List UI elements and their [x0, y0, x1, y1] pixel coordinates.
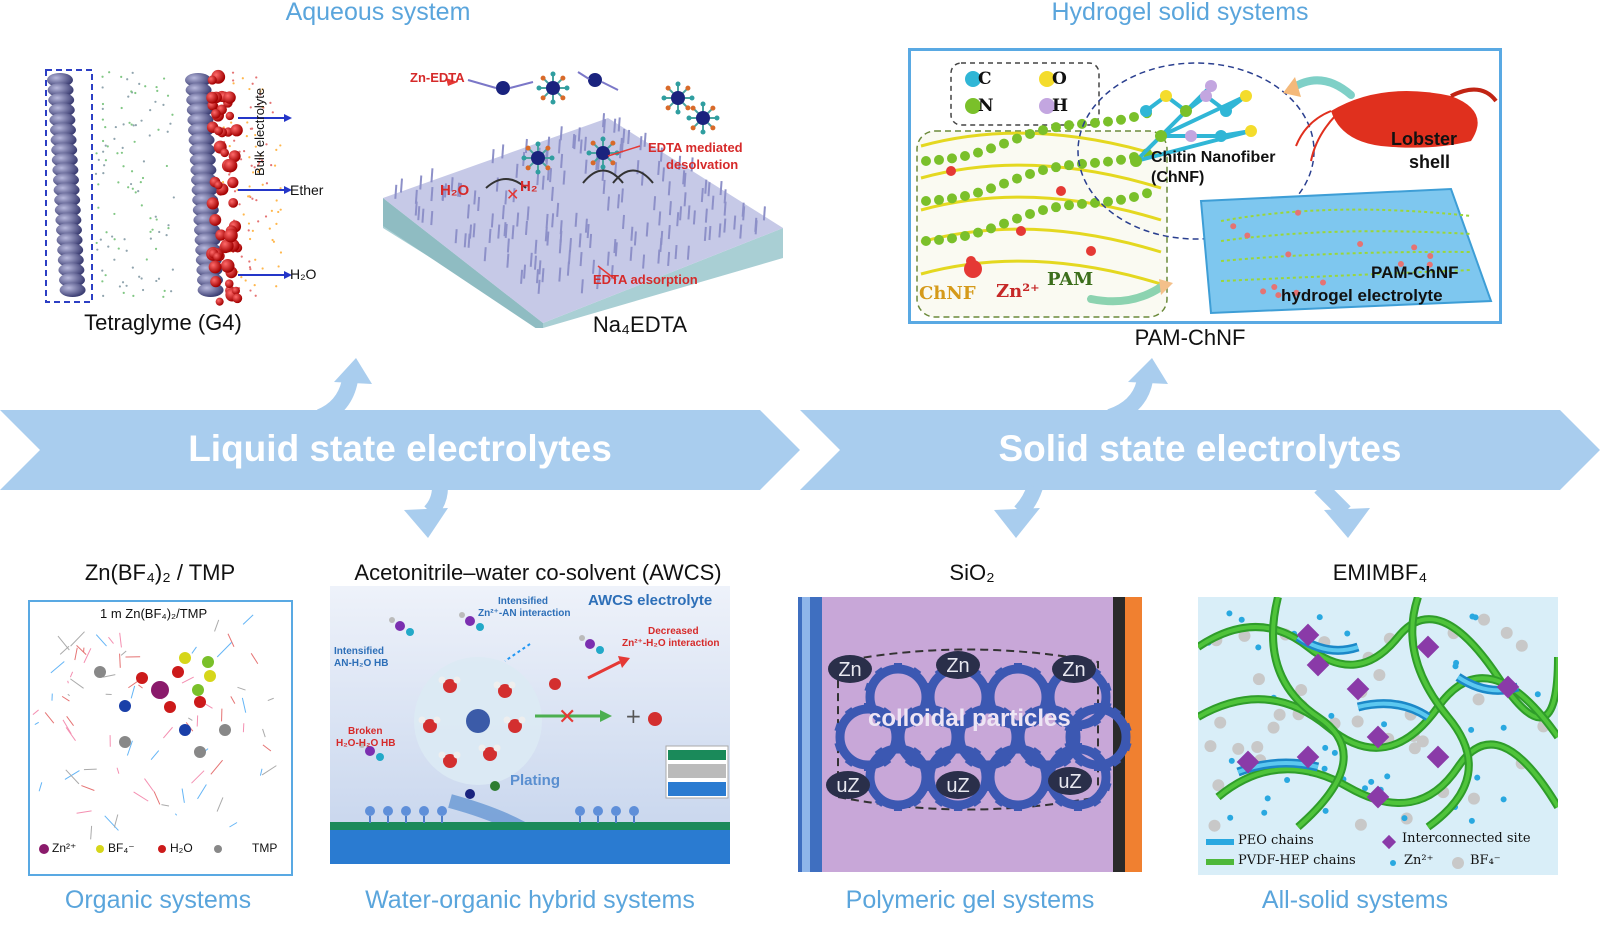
tmp-molecular-illustration — [32, 614, 277, 854]
panel-pam-chnf: C O N H Chitin Nanofiber (ChNF) Lobster … — [908, 48, 1502, 324]
band-liquid-label: Liquid state electrolytes — [188, 428, 612, 469]
label-desolvation: desolvation — [666, 157, 739, 172]
band-solid — [800, 410, 1600, 490]
label-edta-adsorption: EDTA adsorption — [593, 272, 698, 287]
legend-bf4: BF₄⁻ — [1470, 853, 1501, 868]
label-broken-2: H₂O-H₂O HB — [336, 738, 396, 749]
category-allsolid: All-solid systems — [1261, 886, 1449, 914]
legend-n: N — [978, 96, 994, 116]
label-broken: Broken — [348, 726, 383, 737]
legend-zn2: Zn²⁺ — [1404, 853, 1434, 868]
svg-text:+: + — [625, 704, 642, 728]
label-zn-ion: Zn²⁺ — [996, 281, 1040, 302]
label-edta-mediated: EDTA mediated — [648, 140, 743, 155]
band-solid-label: Solid state electrolytes — [998, 428, 1402, 469]
zn-pill-label: Zn — [838, 659, 861, 681]
legend-c: C — [978, 69, 992, 89]
label-edta-h2o: H₂O — [440, 182, 470, 199]
category-polymeric: Polymeric gel systems — [845, 886, 1095, 914]
arrow-up-liquid — [334, 358, 372, 384]
arrow-up-solid — [1128, 358, 1168, 384]
tetraglyme-illustration — [45, 69, 292, 306]
legend-h2o: H₂O — [170, 841, 193, 855]
label-decreased: Decreased — [648, 626, 699, 637]
label-intens-zn-2: Zn²⁺-AN interaction — [478, 608, 571, 619]
zn-pill-label: Zn — [1062, 659, 1085, 681]
caption-pam-chnf: PAM-ChNF — [1134, 325, 1246, 350]
svg-text:✕: ✕ — [506, 185, 519, 204]
zn-pill-label: Zn — [946, 655, 969, 677]
label-intens-an-2: AN-H₂O HB — [334, 658, 389, 669]
legend-o: O — [1052, 69, 1067, 89]
caption-awcs: Acetonitrile–water co-solvent (AWCS) — [354, 560, 722, 585]
panel-awcs: ✕ + AWCS electrolyte Intensified Zn²⁺-AN… — [330, 586, 730, 864]
caption-tetraglyme: Tetraglyme (G4) — [84, 310, 242, 335]
lobster-icon — [1295, 87, 1498, 162]
category-hybrid: Water-organic hybrid systems — [365, 886, 695, 914]
label-edta-h2: H₂ — [520, 178, 538, 195]
label-h2o: H₂O — [290, 266, 317, 282]
legend-peo: PEO chains — [1238, 833, 1314, 848]
arrow-down-gel — [994, 508, 1040, 538]
arrow-down-hybrid — [404, 508, 448, 538]
label-shell: shell — [1409, 152, 1451, 172]
emim-illustration — [1198, 597, 1558, 869]
caption-znbf4: Zn(BF₄)₂ / TMP — [84, 560, 236, 585]
label-bulk-electrolyte: Bulk electrolyte — [252, 87, 267, 176]
awcs-illustration: ✕ + — [330, 612, 730, 864]
zn-pill-label: uZ — [836, 775, 859, 797]
category-aqueous: Aqueous system — [285, 0, 471, 26]
zn-pill-label: uZ — [1058, 771, 1081, 793]
panel-edta: ✕ Zn-EDTA EDTA mediated desolvation H₂O … — [378, 58, 788, 328]
sio2-illustration: Zn Zn Zn uZ uZ uZ — [798, 597, 1142, 872]
caption-sio2: SiO₂ — [949, 560, 995, 585]
label-decreased-2: Zn²⁺-H₂O interaction — [622, 638, 720, 649]
zn-pill-label: uZ — [946, 775, 969, 797]
legend-tmp: TMP — [252, 841, 278, 855]
band-liquid — [0, 410, 800, 490]
label-intens-an: Intensified — [334, 646, 385, 657]
category-organic: Organic systems — [64, 886, 252, 914]
label-plating: Plating — [510, 772, 561, 789]
label-chnf-fiber: ChNF — [919, 283, 976, 304]
label-awcs-electrolyte: AWCS electrolyte — [588, 592, 713, 609]
label-chnf: (ChNF) — [1151, 169, 1205, 186]
edta-surface-illustration: ✕ — [383, 71, 783, 328]
arrow-down-allsolid — [1324, 508, 1370, 538]
svg-text:✕: ✕ — [558, 705, 576, 730]
label-pam: PAM — [1047, 269, 1094, 290]
label-intens-zn: Intensified — [498, 596, 549, 607]
label-hydrogel-1: PAM-ChNF — [1371, 263, 1459, 282]
caption-edta: Na₄EDTA — [592, 312, 688, 337]
legend-bf4: BF₄⁻ — [108, 841, 135, 855]
label-zn-edta: Zn-EDTA — [410, 70, 465, 85]
label-lobster: Lobster — [1391, 129, 1458, 149]
category-hydrogel: Hydrogel solid systems — [1051, 0, 1309, 26]
caption-emimbf4: EMIMBF₄ — [1332, 560, 1428, 585]
panel-sio2: Zn Zn Zn uZ uZ uZ colloidal particles — [798, 597, 1142, 872]
electrolyte-band — [0, 358, 1600, 538]
label-chitin: Chitin Nanofiber — [1151, 149, 1276, 166]
legend-pvdf: PVDF-HEP chains — [1238, 853, 1356, 868]
legend-zn: Zn²⁺ — [52, 841, 77, 855]
label-hydrogel-2: hydrogel electrolyte — [1281, 286, 1443, 305]
pam-chnf-illustration — [916, 62, 1498, 318]
panel-tetraglyme: Bulk electrolyte Ether H₂O — [38, 58, 338, 308]
label-tmp-title: 1 m Zn(BF₄)₂/TMP — [100, 606, 208, 621]
label-colloidal-particles: colloidal particles — [868, 705, 1071, 732]
panel-tmp: 1 m Zn(BF₄)₂/TMP Zn²⁺ BF₄⁻ H₂O TMP — [28, 600, 293, 876]
legend-site: Interconnected site — [1402, 831, 1531, 846]
panel-emim: PEO chains PVDF-HEP chains Interconnecte… — [1198, 597, 1558, 875]
legend-h: H — [1052, 96, 1069, 116]
label-ether: Ether — [290, 182, 324, 198]
